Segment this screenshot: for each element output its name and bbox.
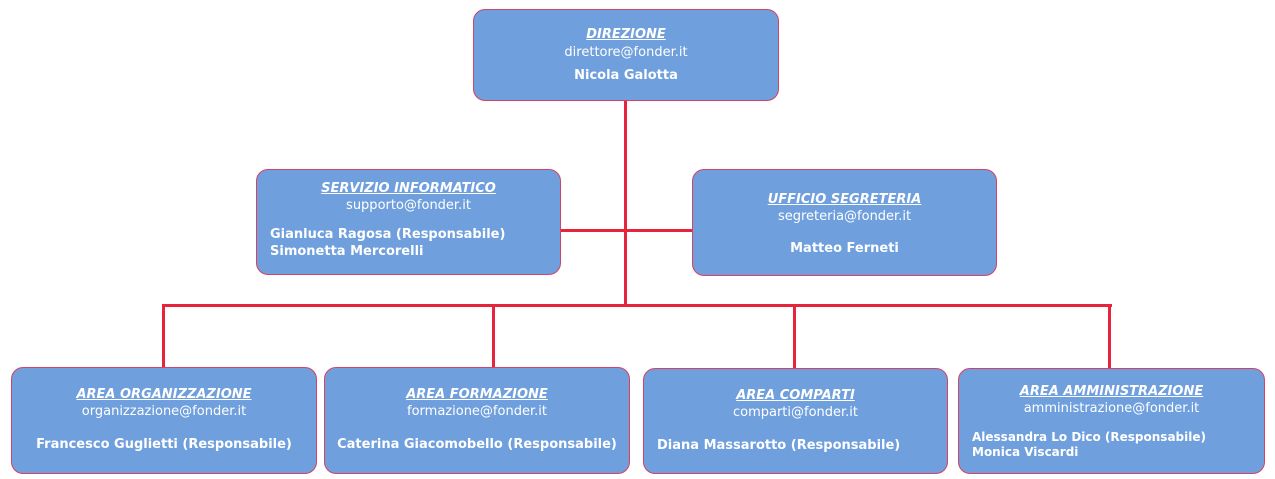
area-organizzazione-person-1: Francesco Guglietti (Responsabile): [36, 437, 292, 452]
area-comparti-title: AREA COMPARTI: [736, 388, 855, 403]
ufficio-segreteria-title: UFFICIO SEGRETERIA: [767, 192, 922, 207]
area-organizzazione-title: AREA ORGANIZZAZIONE: [76, 387, 252, 402]
servizio-informatico-email: supporto@fonder.it: [346, 198, 471, 213]
area-comparti-people: Diana Massarotto (Responsabile): [644, 437, 947, 454]
area-formazione-person-1: Caterina Giacomobello (Responsabile): [337, 437, 617, 452]
area-organizzazione-people: Francesco Guglietti (Responsabile): [12, 436, 316, 453]
area-amministrazione-person-1: Alessandra Lo Dico (Responsabile): [972, 430, 1206, 444]
area-formazione-people: Caterina Giacomobello (Responsabile): [325, 436, 629, 453]
area-formazione-email: formazione@fonder.it: [407, 404, 547, 419]
servizio-informatico-box: SERVIZIO INFORMATICO supporto@fonder.it …: [256, 169, 561, 275]
servizio-informatico-title: SERVIZIO INFORMATICO: [321, 181, 496, 196]
ufficio-segreteria-box: UFFICIO SEGRETERIA segreteria@fonder.it …: [692, 169, 997, 276]
direzione-people: Nicola Galotta: [474, 67, 778, 84]
servizio-informatico-person-2: Simonetta Mercorelli: [270, 244, 424, 259]
area-organizzazione-email: organizzazione@fonder.it: [81, 404, 247, 419]
ufficio-segreteria-people: Matteo Ferneti: [693, 240, 996, 257]
connector-bottom-horizontal: [162, 304, 1112, 307]
direzione-person-1: Nicola Galotta: [574, 68, 678, 83]
servizio-informatico-people: Gianluca Ragosa (Responsabile) Simonetta…: [257, 226, 560, 260]
ufficio-segreteria-email: segreteria@fonder.it: [777, 209, 912, 224]
connector-right-branch: [624, 229, 694, 232]
ufficio-segreteria-person-1: Matteo Ferneti: [790, 241, 899, 256]
area-organizzazione-box: AREA ORGANIZZAZIONE organizzazione@fonde…: [11, 367, 317, 474]
area-formazione-title: AREA FORMAZIONE: [406, 387, 548, 402]
direzione-box: DIREZIONE direttore@fonder.it Nicola Gal…: [473, 9, 779, 101]
direzione-email: direttore@fonder.it: [564, 45, 688, 60]
direzione-title: DIREZIONE: [586, 27, 666, 42]
connector-drop-amministrazione: [1108, 304, 1111, 370]
connector-left-branch: [558, 229, 627, 232]
servizio-informatico-person-1: Gianluca Ragosa (Responsabile): [270, 227, 506, 242]
area-formazione-box: AREA FORMAZIONE formazione@fonder.it Cat…: [324, 367, 630, 474]
area-comparti-person-1: Diana Massarotto (Responsabile): [657, 438, 901, 453]
area-amministrazione-person-2: Monica Viscardi: [972, 445, 1079, 459]
area-amministrazione-email: amministrazione@fonder.it: [1023, 401, 1200, 416]
area-amministrazione-box: AREA AMMINISTRAZIONE amministrazione@fon…: [958, 368, 1265, 474]
connector-drop-comparti: [793, 304, 796, 370]
area-comparti-box: AREA COMPARTI comparti@fonder.it Diana M…: [643, 368, 948, 474]
connector-drop-formazione: [492, 304, 495, 369]
area-amministrazione-people: Alessandra Lo Dico (Responsabile) Monica…: [959, 430, 1264, 460]
connector-main-vertical: [624, 100, 627, 306]
connector-drop-organizzazione: [162, 304, 165, 369]
area-comparti-email: comparti@fonder.it: [732, 405, 859, 420]
area-amministrazione-title: AREA AMMINISTRAZIONE: [1019, 384, 1204, 399]
